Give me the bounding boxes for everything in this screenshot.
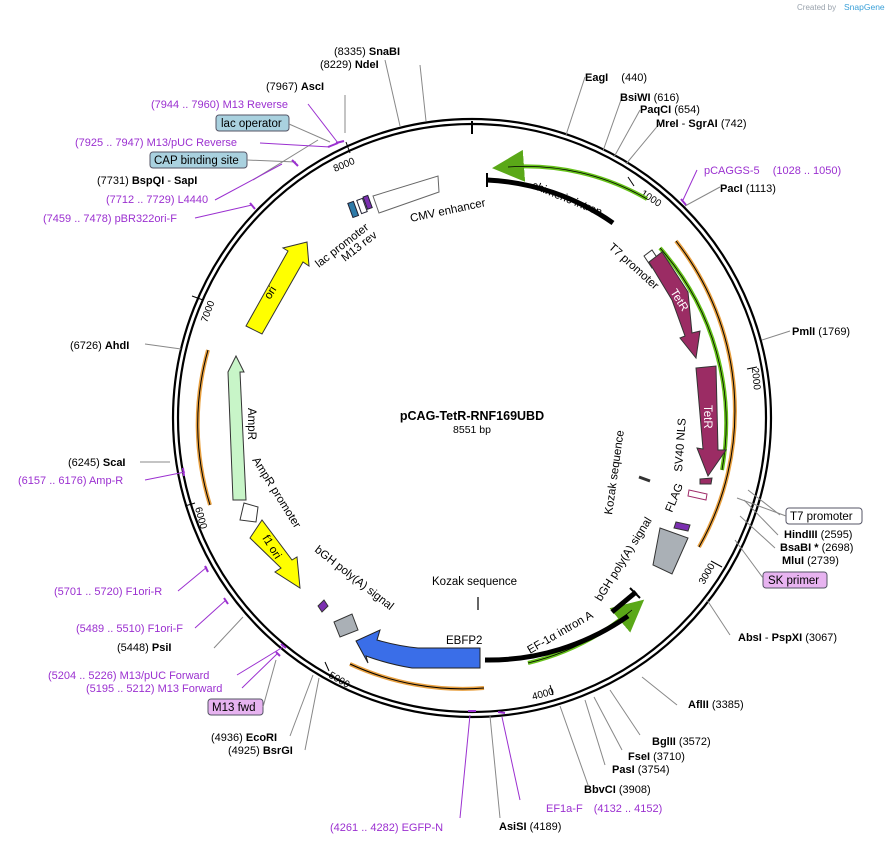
tick-5000: 5000 (327, 670, 352, 691)
svg-text:PasI (3754): PasI (3754) (612, 764, 670, 776)
svg-text:EagI (440): EagI (440) (585, 72, 647, 84)
watermark: Created by SnapGene (797, 2, 885, 12)
site-asci: (7967) AscI (266, 81, 324, 93)
svg-text:(8229) NdeI: (8229) NdeI (320, 59, 379, 71)
label-ampr: AmpR (245, 408, 257, 440)
label-bgh-1: bGH poly(A) signal (593, 515, 654, 603)
site-hindiii: HindIII (2595) (784, 529, 852, 541)
site-eagi: EagI (440) (585, 72, 647, 84)
svg-text:(4925) BsrGI: (4925) BsrGI (228, 745, 293, 757)
site-fsei: FseI (3710) (628, 751, 685, 763)
site-absi: AbsI - PspXI (3067) (738, 632, 837, 644)
site-paqci: PaqCI (654) (640, 104, 700, 116)
site-ndei: (8229) NdeI (320, 59, 379, 71)
orange-arcs (195, 239, 737, 691)
label-ebfp2: EBFP2 (446, 635, 482, 647)
svg-text:(8335) SnaBI: (8335) SnaBI (334, 46, 400, 58)
m13-fwd-label: M13 fwd (212, 702, 255, 714)
site-ecori: (4936) EcoRI (211, 732, 277, 744)
primer-ef1af: EF1a-F (4132 .. 4152) (546, 803, 662, 815)
svg-text:AflII (3385): AflII (3385) (688, 699, 744, 711)
svg-text:HindIII (2595): HindIII (2595) (784, 529, 852, 541)
svg-text:MluI (2739): MluI (2739) (782, 555, 839, 567)
primer-marks (182, 140, 687, 714)
t7-promoter-box-label: T7 promoter (790, 511, 853, 523)
primer-pcaggs: pCAGGS-5 (1028 .. 1050) (704, 165, 841, 177)
label-kozak-1: Kozak sequence (603, 430, 627, 516)
site-bsrgi: (4925) BsrGI (228, 745, 293, 757)
svg-text:BsiWI (616): BsiWI (616) (620, 92, 679, 104)
primer-m13puc: (7925 .. 7947) M13/pUC Reverse (75, 137, 237, 149)
plasmid-title: pCAG-TetR-RNF169UBD 8551 bp (400, 409, 544, 436)
site-asisi: AsiSI (4189) (499, 821, 561, 833)
site-bsiwi: BsiWI (616) (620, 92, 679, 104)
site-paci: PacI (1113) (720, 183, 776, 195)
label-ori: ori (262, 284, 279, 301)
svg-text:BglII (3572): BglII (3572) (652, 736, 711, 748)
primer-f1orir: (5701 .. 5720) F1ori-R (54, 586, 162, 598)
primer-m13pucf: (5204 .. 5226) M13/pUC Forward (48, 670, 209, 682)
site-bbvci: BbvCI (3908) (584, 784, 651, 796)
svg-text:(5448) PsiI: (5448) PsiI (117, 642, 171, 654)
svg-text:SnapGene: SnapGene (844, 2, 885, 12)
svg-text:FseI (3710): FseI (3710) (628, 751, 685, 763)
label-kozak-2: Kozak sequence (432, 576, 517, 588)
svg-text:MreI - SgrAI (742): MreI - SgrAI (742) (656, 118, 747, 130)
site-snabi: (8335) SnaBI (334, 46, 400, 58)
svg-text:Created by: Created by (797, 3, 836, 12)
primer-m13rev: (7944 .. 7960) M13 Reverse (151, 99, 288, 111)
primer-labels: (7944 .. 7960) M13 Reverse (7925 .. 7947… (18, 99, 841, 834)
site-psii: (5448) PsiI (117, 642, 171, 654)
site-bsabi: BsaBI * (2698) (780, 542, 853, 554)
label-sv40-nls: SV40 NLS (673, 417, 689, 472)
plasmid-length: 8551 bp (453, 424, 491, 436)
lac-operator-label: lac operator (221, 118, 282, 130)
site-scai: (6245) ScaI (68, 457, 126, 469)
site-pmli: PmlI (1769) (792, 326, 850, 338)
cap-site-label: CAP binding site (154, 155, 239, 167)
svg-text:(6726) AhdI: (6726) AhdI (70, 340, 129, 352)
primer-m13f: (5195 .. 5212) M13 Forward (86, 683, 222, 695)
primer-egfpn: (4261 .. 4282) EGFP-N (330, 822, 443, 834)
svg-text:BbvCI (3908): BbvCI (3908) (584, 784, 651, 796)
scale-ticks: 1000 2000 3000 4000 5000 6000 7000 8000 (184, 141, 762, 703)
site-sgrai: MreI - SgrAI (742) (656, 118, 747, 130)
svg-text:PmlI (1769): PmlI (1769) (792, 326, 850, 338)
svg-text:(6245) ScaI: (6245) ScaI (68, 457, 126, 469)
site-mlui: MluI (2739) (782, 555, 839, 567)
site-bspqi: (7731) BspQI - SapI (97, 175, 197, 187)
svg-text:AsiSI (4189): AsiSI (4189) (499, 821, 561, 833)
svg-text:AbsI - PspXI (3067): AbsI - PspXI (3067) (738, 632, 837, 644)
site-pasi: PasI (3754) (612, 764, 670, 776)
tick-2000: 2000 (749, 367, 762, 391)
primer-f1orif: (5489 .. 5510) F1ori-F (76, 623, 183, 635)
svg-text:(4936) EcoRI: (4936) EcoRI (211, 732, 277, 744)
primer-leaders (144, 103, 698, 819)
svg-text:(7731) BspQI - SapI: (7731) BspQI - SapI (97, 175, 197, 187)
svg-text:PacI (1113): PacI (1113) (720, 183, 776, 195)
label-chimeric-intron: chimeric intron (530, 180, 604, 219)
svg-text:PaqCI (654): PaqCI (654) (640, 104, 700, 116)
feature-shapes (227, 173, 727, 669)
label-ampr-promoter: AmpR promoter (249, 455, 302, 530)
boxed-labels: lac operator CAP binding site T7 promote… (149, 114, 863, 716)
primer-l4440: (7712 .. 7729) L4440 (106, 194, 208, 206)
svg-text:BsaBI * (2698): BsaBI * (2698) (780, 542, 853, 554)
restriction-sites: (8335) SnaBI (8229) NdeI (7967) AscI (77… (68, 46, 853, 833)
label-cmv-enhancer: CMV enhancer (409, 197, 487, 225)
site-ahdi: (6726) AhdI (70, 340, 129, 352)
svg-text:(7967) AscI: (7967) AscI (266, 81, 324, 93)
site-bglii: BglII (3572) (652, 736, 711, 748)
primer-pbr322: (7459 .. 7478) pBR322ori-F (43, 213, 177, 225)
primer-ampr: (6157 .. 6176) Amp-R (18, 475, 123, 487)
plasmid-name: pCAG-TetR-RNF169UBD (400, 409, 544, 423)
site-aflii: AflII (3385) (688, 699, 744, 711)
sk-primer-label: SK primer (768, 575, 819, 587)
label-tetr-2: TetR (701, 405, 713, 429)
label-flag: FLAG (664, 482, 686, 514)
